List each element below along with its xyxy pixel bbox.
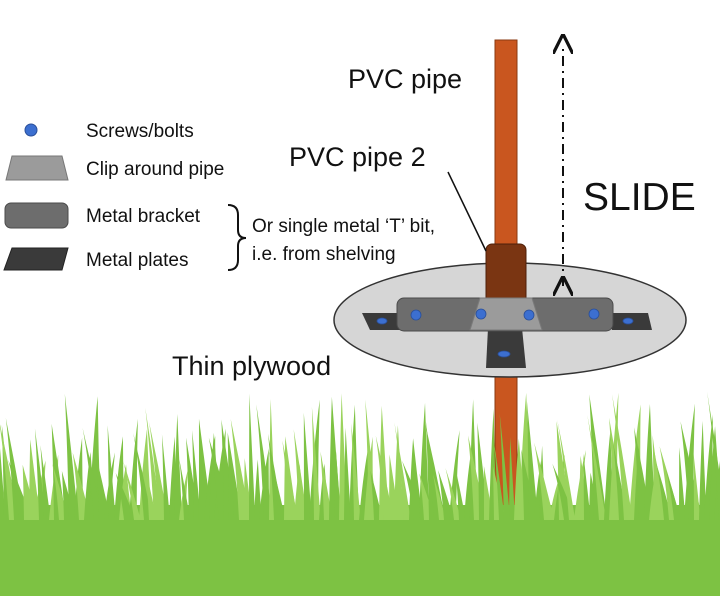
- screw: [376, 317, 388, 325]
- screw: [475, 308, 487, 320]
- grass-blade: [344, 427, 351, 520]
- legend: Screws/bolts Clip around pipe Metal brac…: [3, 121, 435, 271]
- grass-blade: [587, 415, 607, 520]
- grass-blade: [509, 437, 516, 520]
- pvc-pipe-label: PVC pipe: [348, 64, 462, 94]
- grass-blade: [161, 434, 171, 520]
- grass-blade: [311, 406, 321, 520]
- screws: [376, 308, 634, 358]
- grass-blade: [612, 394, 633, 520]
- legend-screws-label: Screws/bolts: [86, 121, 194, 142]
- legend-note-line2: i.e. from shelving: [252, 244, 396, 265]
- legend-brace: [227, 204, 247, 271]
- pvc-pipe-2-pointer: [447, 171, 487, 252]
- screw: [497, 350, 511, 358]
- pvc-pipe-2: [485, 243, 527, 307]
- grass-blade: [583, 453, 591, 520]
- grass-blade: [174, 414, 183, 520]
- pipe-clip: [469, 297, 543, 331]
- thin-plywood-label: Thin plywood: [172, 351, 331, 381]
- grass-blade: [679, 447, 686, 520]
- grass-blade: [303, 412, 312, 520]
- grass-blade: [64, 393, 79, 520]
- screw: [523, 309, 535, 321]
- grass-blade: [394, 422, 411, 520]
- grass-ground: [0, 505, 720, 596]
- grass-blade: [499, 413, 511, 520]
- grass-blade: [707, 391, 720, 520]
- screw: [410, 309, 422, 321]
- grass-blade: [82, 427, 103, 520]
- grass-blade: [51, 423, 67, 520]
- grass-blade: [149, 421, 169, 520]
- grass-blade: [693, 453, 701, 520]
- clip-legend-icon: [5, 155, 69, 181]
- grass-blade: [526, 401, 539, 520]
- grass-blade: [665, 469, 681, 520]
- grass-blade: [40, 445, 51, 520]
- grass-blade: [557, 419, 576, 520]
- grass-blade: [454, 465, 466, 520]
- legend-bracket-label: Metal bracket: [86, 206, 201, 227]
- metal-plate-front: [486, 328, 526, 368]
- legend-clip-label: Clip around pipe: [86, 159, 224, 180]
- screw: [622, 317, 634, 325]
- pvc-pipe-2-label: PVC pipe 2: [289, 142, 426, 172]
- grass-blade: [351, 423, 361, 520]
- grass-blade: [0, 448, 6, 520]
- screw-legend-icon: [24, 123, 38, 137]
- grass-blade: [699, 420, 707, 520]
- grass-blade: [493, 441, 506, 520]
- screw: [588, 308, 600, 320]
- legend-plates-label: Metal plates: [86, 250, 188, 271]
- legend-note-line1: Or single metal ‘T’ bit,: [252, 216, 435, 237]
- plates-legend-icon: [3, 247, 69, 271]
- grass-blade: [249, 393, 256, 520]
- grass-blade: [256, 404, 273, 520]
- slide-label: SLIDE: [583, 176, 696, 219]
- grass-blade: [534, 442, 555, 520]
- grass-blade: [425, 424, 446, 520]
- grass-blade: [445, 468, 462, 520]
- grass-blade: [254, 459, 262, 520]
- grass-blade: [179, 459, 191, 520]
- grass-blade: [589, 394, 608, 520]
- grass-blade: [192, 430, 201, 520]
- grass-blade: [122, 460, 141, 520]
- grass-blade: [267, 446, 286, 520]
- grass-blade: [432, 473, 446, 520]
- grass: [0, 391, 720, 596]
- bracket-legend-icon: [4, 202, 69, 229]
- grass-blade: [107, 425, 116, 520]
- grass-blade: [133, 433, 153, 520]
- grass-blade: [438, 470, 454, 520]
- grass-blade: [282, 440, 299, 520]
